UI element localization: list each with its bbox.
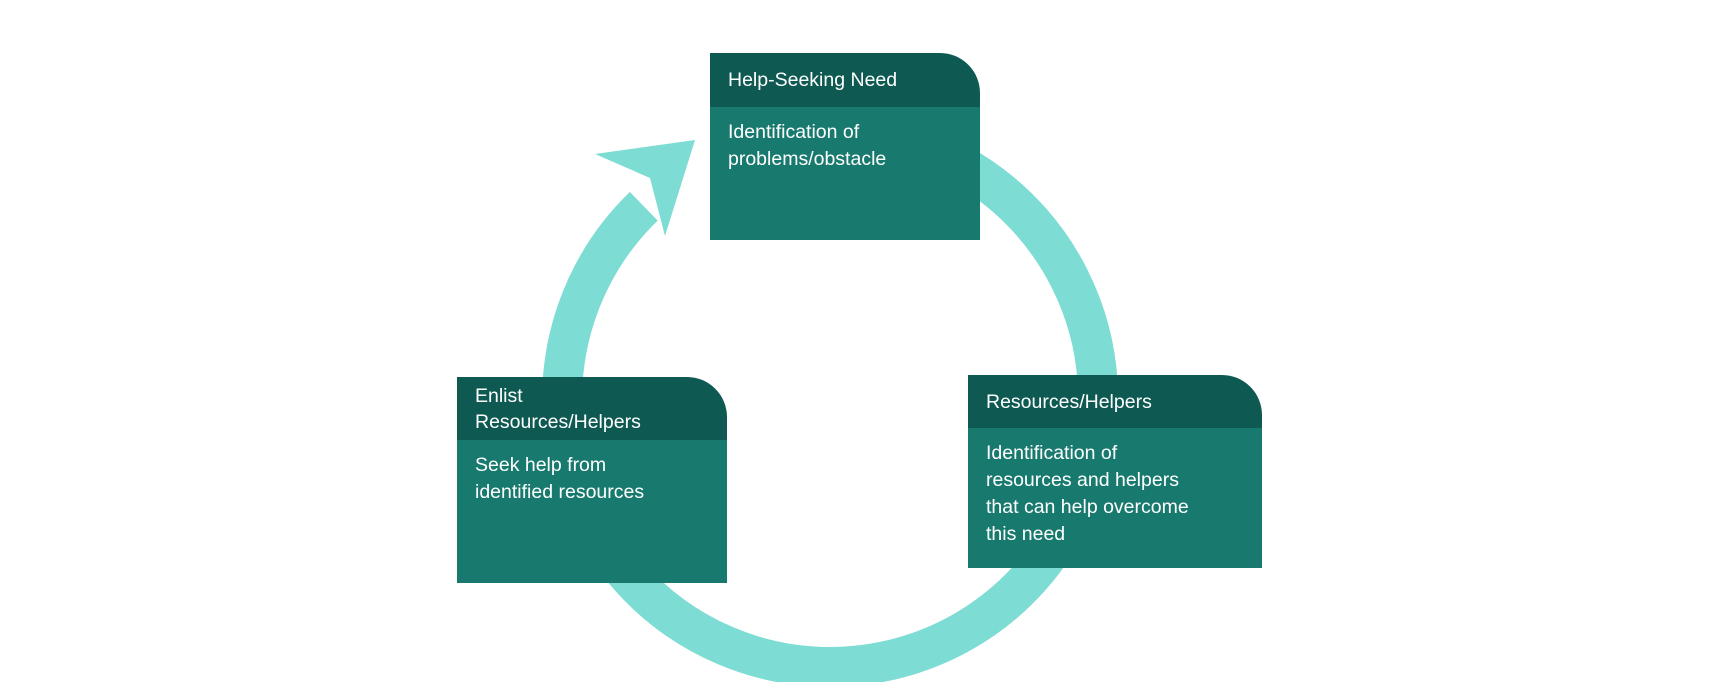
- node-body: Identification of resources and helpers …: [968, 428, 1262, 568]
- node-body: Identification of problems/obstacle: [710, 107, 980, 240]
- node-enlist-resources-helpers: Enlist Resources/Helpers Seek help from …: [457, 377, 727, 583]
- node-header: Enlist Resources/Helpers: [457, 377, 727, 440]
- node-header-line: Help-Seeking Need: [728, 69, 898, 91]
- cycle-arrowhead-icon: [595, 140, 695, 236]
- node-body: Seek help from identified resources: [457, 440, 727, 583]
- node-body-line: that can help overcome: [986, 496, 1189, 518]
- node-body-line: this need: [986, 523, 1066, 545]
- node-body-line: Identification of: [986, 442, 1118, 464]
- node-resources-helpers: Resources/Helpers Identification of reso…: [968, 375, 1262, 568]
- node-help-seeking-need: Help-Seeking Need Identification of prob…: [710, 53, 980, 240]
- node-body-line: identified resources: [475, 481, 645, 503]
- node-header: Resources/Helpers: [968, 375, 1262, 428]
- node-header-line: Resources/Helpers: [986, 390, 1152, 413]
- node-header-line: Enlist: [475, 384, 523, 407]
- node-header: Help-Seeking Need: [710, 53, 980, 107]
- node-body-line: resources and helpers: [986, 469, 1179, 491]
- node-body-line: Seek help from: [475, 454, 607, 476]
- node-header-line: Resources/Helpers: [475, 410, 641, 433]
- node-body-line: problems/obstacle: [728, 148, 887, 170]
- node-body-line: Identification of: [728, 121, 860, 143]
